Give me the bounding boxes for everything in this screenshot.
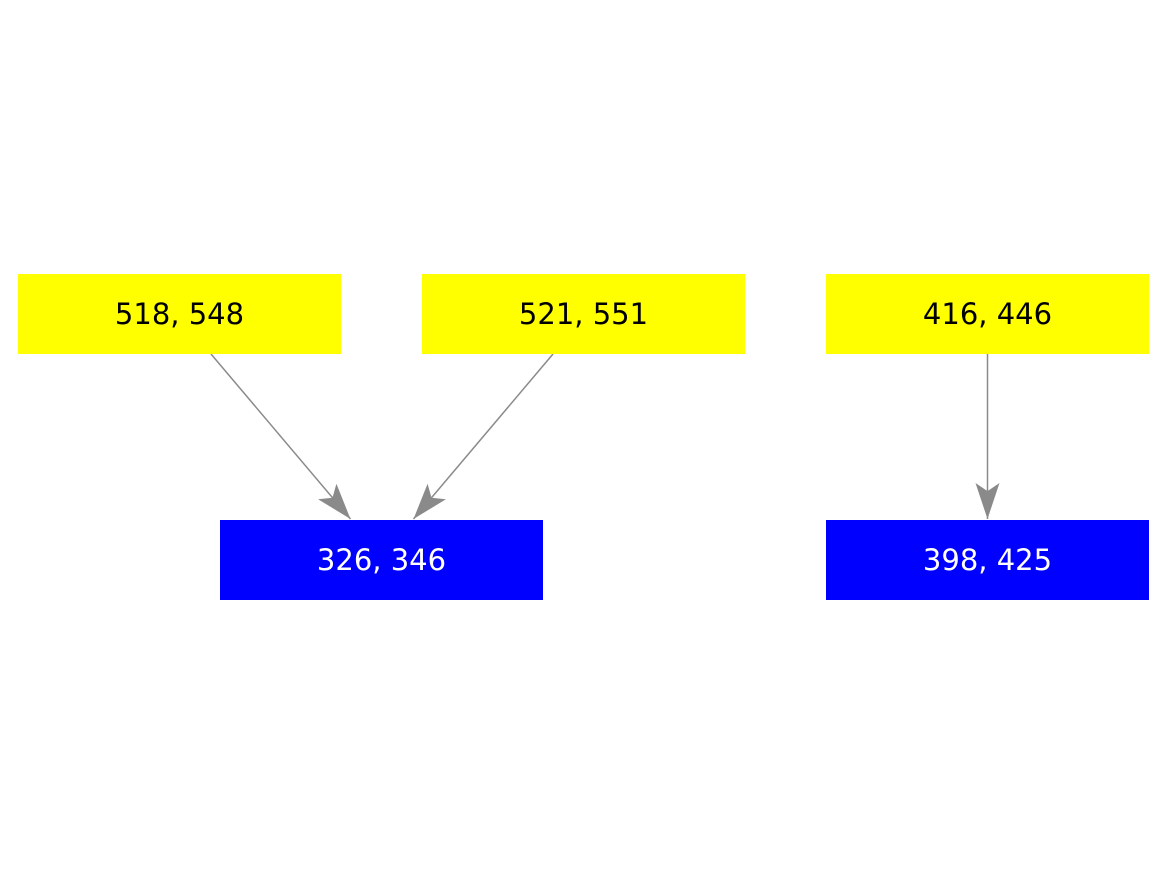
node-label: 521, 551 — [519, 297, 648, 331]
node-rect — [422, 274, 745, 354]
node-label: 326, 346 — [317, 543, 446, 577]
graph-node-src-2: 521, 551 — [422, 274, 745, 354]
node-rect — [18, 274, 341, 354]
edge-arrow-2 — [412, 353, 554, 520]
node-rect — [826, 274, 1149, 354]
node-layer: 518, 548 521, 551 416, 446 326, 346 398,… — [18, 274, 1149, 600]
node-label: 416, 446 — [923, 297, 1052, 331]
node-label: 398, 425 — [923, 543, 1052, 577]
node-label: 518, 548 — [115, 297, 244, 331]
graph-node-src-3: 416, 446 — [826, 274, 1149, 354]
edge-layer — [210, 353, 1000, 520]
graph-node-src-1: 518, 548 — [18, 274, 341, 354]
node-rect — [826, 520, 1149, 600]
graph-node-dst-2: 398, 425 — [826, 520, 1149, 600]
node-rect — [220, 520, 543, 600]
edge-arrow-1 — [210, 353, 352, 520]
graph-node-dst-1: 326, 346 — [220, 520, 543, 600]
